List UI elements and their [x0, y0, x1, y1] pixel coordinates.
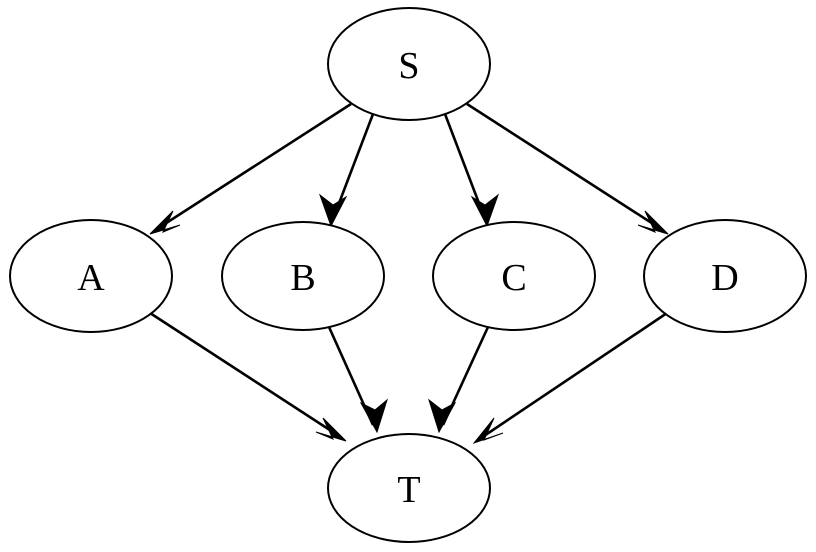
edge-s-to-c-arrowhead — [470, 193, 500, 228]
node-b[interactable]: B — [221, 221, 385, 331]
edge-d-to-t[interactable] — [472, 311, 668, 445]
node-a-ellipse — [9, 219, 173, 333]
node-c-label: C — [501, 257, 526, 299]
edge-a-to-t-arrowhead — [315, 417, 347, 442]
edge-a-to-t-line — [149, 311, 340, 438]
node-t[interactable]: T — [327, 433, 491, 543]
edge-s-to-c[interactable] — [443, 113, 500, 228]
edge-d-to-t-line — [480, 311, 668, 440]
edge-c-to-t[interactable] — [428, 326, 490, 434]
node-c[interactable]: C — [432, 221, 596, 331]
edge-s-to-d[interactable] — [466, 102, 669, 235]
node-s[interactable]: S — [327, 7, 491, 121]
node-d-ellipse — [643, 219, 807, 333]
edge-s-to-a[interactable] — [149, 102, 352, 235]
node-a-label: A — [77, 257, 105, 299]
node-d[interactable]: D — [643, 219, 807, 333]
node-t-label: T — [397, 469, 420, 511]
node-d-label: D — [711, 257, 738, 299]
edge-s-to-d-line — [466, 102, 662, 231]
edge-s-to-b[interactable] — [318, 113, 375, 228]
node-t-ellipse — [327, 433, 491, 543]
node-s-ellipse — [327, 7, 491, 121]
edge-d-to-t-arrowhead — [472, 417, 504, 445]
edge-s-to-a-line — [156, 102, 352, 231]
node-c-ellipse — [432, 221, 596, 331]
edge-layer — [149, 102, 669, 445]
node-b-ellipse — [221, 221, 385, 331]
edge-c-to-t-arrowhead — [428, 398, 457, 434]
node-a[interactable]: A — [9, 219, 173, 333]
edge-a-to-t[interactable] — [149, 311, 347, 442]
edge-s-to-a-arrowhead — [149, 210, 181, 235]
edge-s-to-b-arrowhead — [318, 193, 348, 228]
node-layer: S A B C D T — [9, 7, 807, 543]
edge-b-to-t[interactable] — [327, 326, 388, 434]
node-s-label: S — [398, 45, 419, 87]
edge-s-to-d-arrowhead — [637, 210, 669, 235]
edge-b-to-t-arrowhead — [359, 398, 388, 434]
node-b-label: B — [290, 257, 315, 299]
